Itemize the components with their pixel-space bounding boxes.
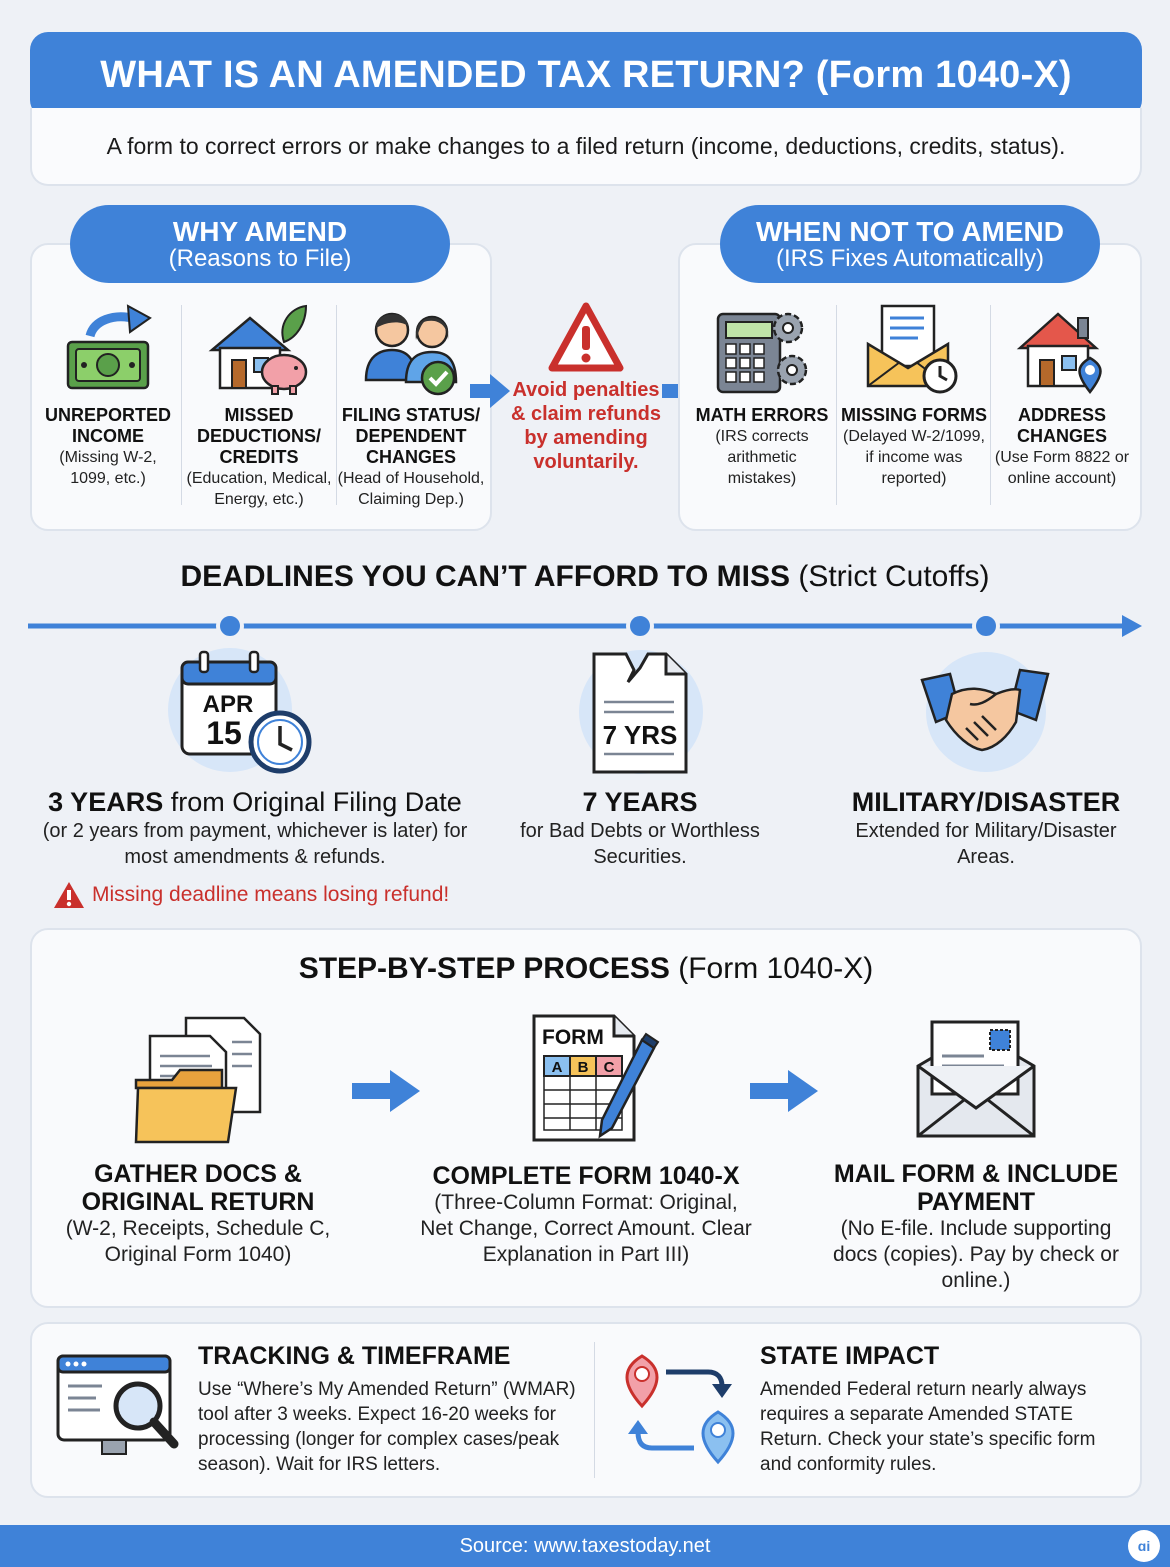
when-item-math-errors: MATH ERRORS (IRS corrects arithmetic mis…: [694, 405, 830, 489]
state-desc: Amended Federal return nearly always req…: [760, 1379, 1096, 1475]
tracking-section: TRACKING & TIMEFRAME Use “Where’s My Ame…: [198, 1342, 588, 1477]
deadline-3-years: 3 YEARS from Original Filing Date (or 2 …: [20, 786, 490, 870]
when-item-title: MATH ERRORS: [695, 405, 829, 425]
why-item-missed-deductions: MISSED DEDUCTIONS/ CREDITS (Education, M…: [182, 405, 336, 510]
why-amend-pill: WHY AMEND (Reasons to File): [70, 205, 450, 283]
page-subtitle: A form to correct errors or make changes…: [30, 108, 1142, 186]
why-amend-subtitle: (Reasons to File): [168, 245, 352, 273]
when-item-title: MISSING FORMS: [840, 405, 987, 425]
deadline-headline: 3 YEARS from Original Filing Date: [48, 787, 462, 817]
step-gather-docs: GATHER DOCS & ORIGINAL RETURN (W-2, Rece…: [50, 1160, 346, 1268]
step-complete-form: COMPLETE FORM 1040-X (Three-Column Forma…: [420, 1162, 752, 1268]
form-pen-icon: FORM A B C: [532, 1014, 660, 1142]
arrow-right-icon: [470, 374, 510, 408]
when-item-desc: (Delayed W-2/1099, if income was reporte…: [843, 428, 985, 487]
step-desc: (W-2, Receipts, Schedule C, Original For…: [65, 1217, 331, 1266]
deadline-headline: 7 YEARS: [582, 787, 698, 817]
svg-text:A: A: [552, 1059, 563, 1076]
step-mail-form: MAIL FORM & INCLUDE PAYMENT (No E-file. …: [826, 1160, 1126, 1294]
svg-text:B: B: [578, 1059, 589, 1076]
money-arrow-icon: [66, 304, 152, 390]
when-not-subtitle: (IRS Fixes Automatically): [775, 245, 1045, 273]
when-item-title: ADDRESS CHANGES: [1016, 405, 1107, 446]
step-title: GATHER DOCS & ORIGINAL RETURN: [81, 1160, 315, 1216]
handshake-icon: [920, 652, 1050, 772]
when-item-desc: (IRS corrects arithmetic mistakes): [715, 428, 809, 487]
calendar-day: 15: [206, 715, 242, 751]
why-item-desc: (Education, Medical, Energy, etc.): [186, 470, 332, 508]
process-title-rest: (Form 1040-X): [669, 952, 874, 985]
step-title: COMPLETE FORM 1040-X: [432, 1162, 740, 1190]
deadline-desc: for Bad Debts or Worthless Securities.: [520, 820, 760, 868]
house-piggy-bank-icon: [208, 304, 308, 395]
house-location-icon: [1016, 312, 1102, 395]
deadlines-title-bold: DEADLINES YOU CAN’T AFFORD TO MISS: [180, 560, 790, 593]
deadline-headline: MILITARY/DISASTER: [851, 787, 1121, 817]
state-section: STATE IMPACT Amended Federal return near…: [760, 1342, 1130, 1477]
deadline-desc: Extended for Military/Disaster Areas.: [855, 820, 1117, 868]
process-title-bold: STEP-BY-STEP PROCESS: [298, 952, 670, 985]
step-title: MAIL FORM & INCLUDE PAYMENT: [833, 1160, 1119, 1216]
when-item-address-changes: ADDRESS CHANGES (Use Form 8822 or online…: [992, 405, 1132, 489]
torn-document-icon: 7 YRS: [579, 650, 703, 774]
why-item-title: MISSED DEDUCTIONS/ CREDITS: [196, 405, 321, 467]
step-desc: (Three-Column Format: Original, Net Chan…: [420, 1191, 752, 1266]
why-item-title: FILING STATUS/ DEPENDENT CHANGES: [341, 405, 481, 467]
brand-logo: ɑi: [1128, 1530, 1160, 1562]
envelope-clock-icon: [866, 304, 958, 394]
warning-triangle-icon: [54, 882, 84, 908]
family-check-icon: [364, 312, 458, 396]
why-amend-title: WHY AMEND: [172, 215, 348, 247]
process-title: STEP-BY-STEP PROCESS (Form 1040-X): [30, 952, 1142, 986]
calendar-month: APR: [203, 691, 254, 718]
arrow-right-icon: [352, 1070, 420, 1112]
deadline-warning: Missing deadline means losing refund!: [52, 880, 449, 910]
when-not-pill: WHEN NOT TO AMEND (IRS Fixes Automatical…: [720, 205, 1100, 283]
form-label: FORM: [542, 1026, 604, 1049]
why-item-title: UNREPORTED INCOME: [44, 405, 171, 446]
bottom-card: [30, 1322, 1142, 1498]
source-footer: Source: www.taxestoday.net: [0, 1525, 1170, 1567]
deadline-7-years: 7 YEARS for Bad Debts or Worthless Secur…: [500, 786, 780, 870]
svg-text:C: C: [604, 1059, 615, 1076]
deadlines-title-rest: (Strict Cutoffs): [790, 560, 990, 593]
calendar-clock-icon: APR 15: [168, 648, 312, 774]
page-title: WHAT IS AN AMENDED TAX RETURN? (Form 104…: [30, 32, 1142, 118]
monitor-magnifier-icon: [56, 1354, 179, 1455]
when-item-missing-forms: MISSING FORMS (Delayed W-2/1099, if inco…: [840, 405, 988, 489]
tracking-desc: Use “Where’s My Amended Return” (WMAR) t…: [198, 1379, 576, 1475]
when-not-title: WHEN NOT TO AMEND: [756, 215, 1064, 247]
document-label: 7 YRS: [603, 720, 678, 750]
why-item-desc: (Missing W-2, 1099, etc.): [59, 449, 157, 487]
calculator-gears-icon: [716, 312, 808, 394]
why-item-unreported-income: UNREPORTED INCOME (Missing W-2, 1099, et…: [40, 405, 176, 489]
why-item-filing-status: FILING STATUS/ DEPENDENT CHANGES (Head o…: [332, 405, 490, 510]
deadlines-title: DEADLINES YOU CAN’T AFFORD TO MISS (Stri…: [0, 560, 1170, 594]
warning-triangle-icon: [548, 302, 624, 372]
timeline: [28, 612, 1142, 640]
folder-documents-icon: [134, 1016, 262, 1144]
state-title: STATE IMPACT: [760, 1342, 940, 1370]
tracking-title: TRACKING & TIMEFRAME: [198, 1342, 511, 1370]
when-item-desc: (Use Form 8822 or online account): [994, 449, 1130, 487]
deadline-desc: (or 2 years from payment, whichever is l…: [42, 820, 468, 868]
location-transfer-icon: [625, 1354, 735, 1465]
step-desc: (No E-file. Include supporting docs (cop…: [833, 1217, 1119, 1292]
deadline-military-disaster: MILITARY/DISASTER Extended for Military/…: [830, 786, 1142, 870]
deadline-warning-text: Missing deadline means losing refund!: [92, 883, 450, 906]
arrow-right-icon: [750, 1070, 818, 1112]
avoid-penalties-note: Avoid penalties & claim refunds by amend…: [510, 379, 662, 473]
why-item-desc: (Head of Household, Claiming Dep.): [337, 470, 485, 508]
mail-envelope-icon: [916, 1020, 1036, 1138]
